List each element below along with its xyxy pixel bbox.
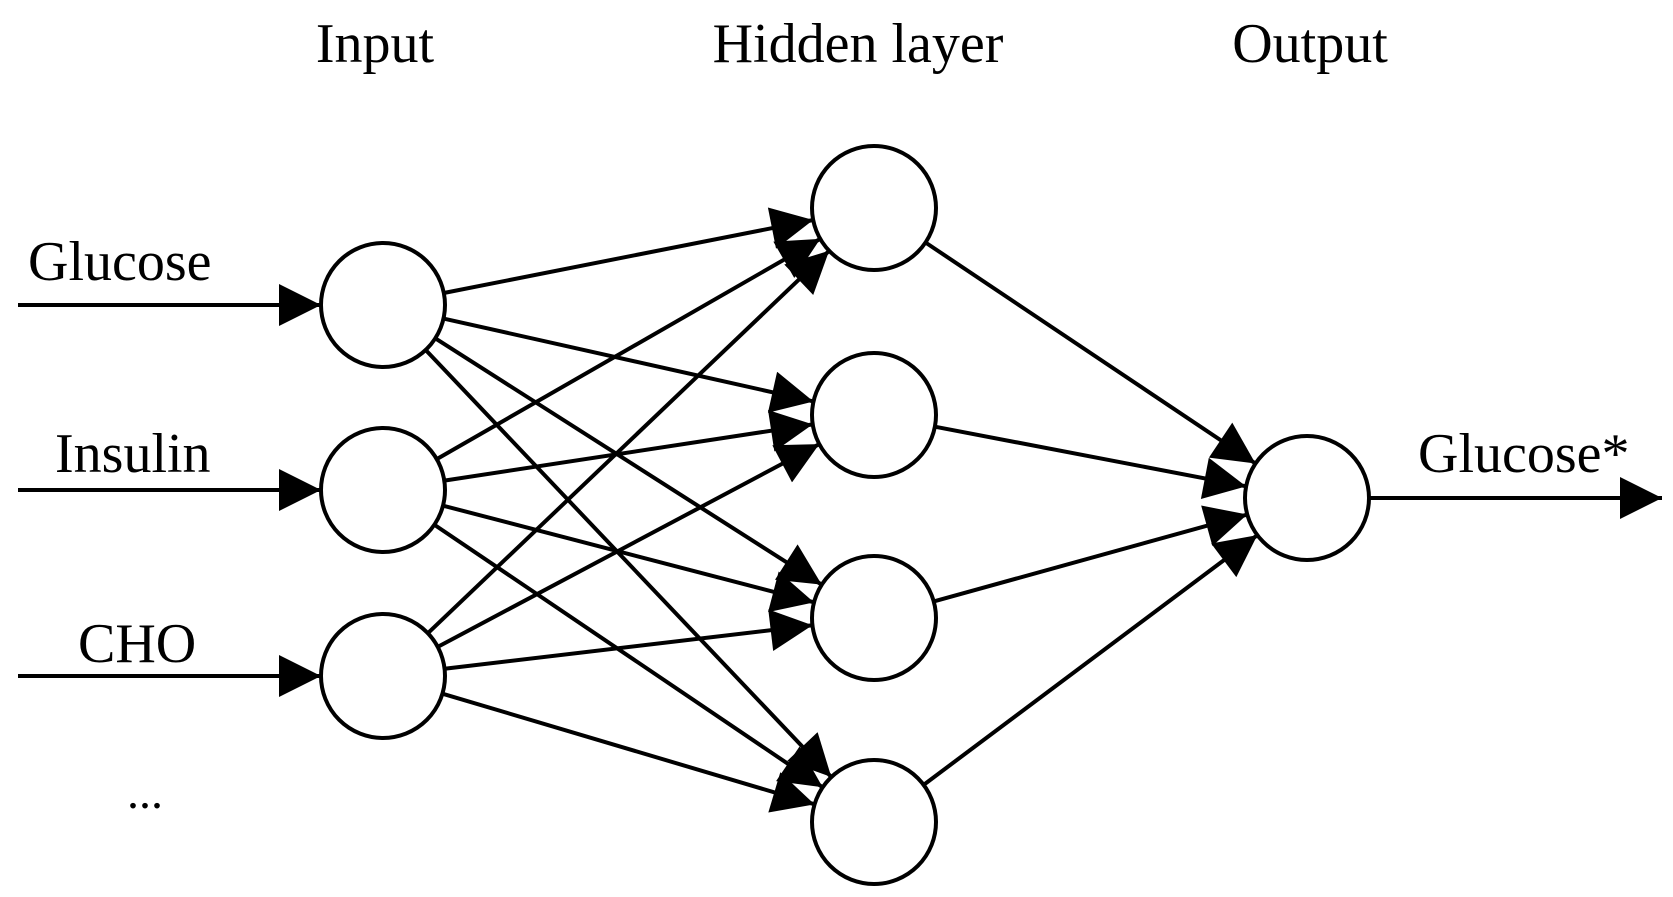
hidden-node-3 xyxy=(810,554,938,682)
input-node-insulin xyxy=(319,426,447,554)
edge-input1-hidden4 xyxy=(424,348,833,779)
hidden-layer-heading: Hidden layer xyxy=(713,13,1004,75)
input-node-cho xyxy=(319,612,447,740)
edge-input3-hidden4 xyxy=(441,691,816,813)
input-label-glucose: Glucose xyxy=(28,231,212,293)
edge-input1-hidden2 xyxy=(443,316,814,413)
input-layer-heading: Input xyxy=(316,13,435,75)
edge-input1-hidden3 xyxy=(434,336,823,587)
hidden-node-1 xyxy=(810,144,938,272)
output-label: Glucose* xyxy=(1418,423,1630,485)
hidden-node-2 xyxy=(810,351,938,479)
hidden-node-4 xyxy=(810,758,938,886)
edge-hidden2-output xyxy=(934,424,1247,500)
edge-input1-hidden1 xyxy=(443,207,814,295)
edge-input3-hidden3 xyxy=(444,609,813,671)
nodes xyxy=(319,144,1371,886)
input-label-insulin: Insulin xyxy=(55,423,211,485)
edge-input2-hidden2 xyxy=(443,409,814,483)
edge-input2-hidden3 xyxy=(442,503,815,613)
connections xyxy=(18,207,1662,813)
output-layer-heading: Output xyxy=(1232,13,1388,75)
input-label-cho: CHO xyxy=(78,613,196,675)
input-node-glucose xyxy=(319,241,447,369)
output-node xyxy=(1243,434,1371,562)
edge-input2-hidden1 xyxy=(435,237,822,461)
edge-hidden1-output xyxy=(924,240,1257,466)
input-ellipsis: ... xyxy=(127,766,163,819)
edge-hidden4-output xyxy=(922,533,1259,787)
edge-input2-hidden4 xyxy=(433,523,824,789)
edge-hidden3-output xyxy=(933,505,1248,604)
edge-input3-hidden2 xyxy=(436,442,821,649)
edge-input3-hidden1 xyxy=(426,249,831,635)
